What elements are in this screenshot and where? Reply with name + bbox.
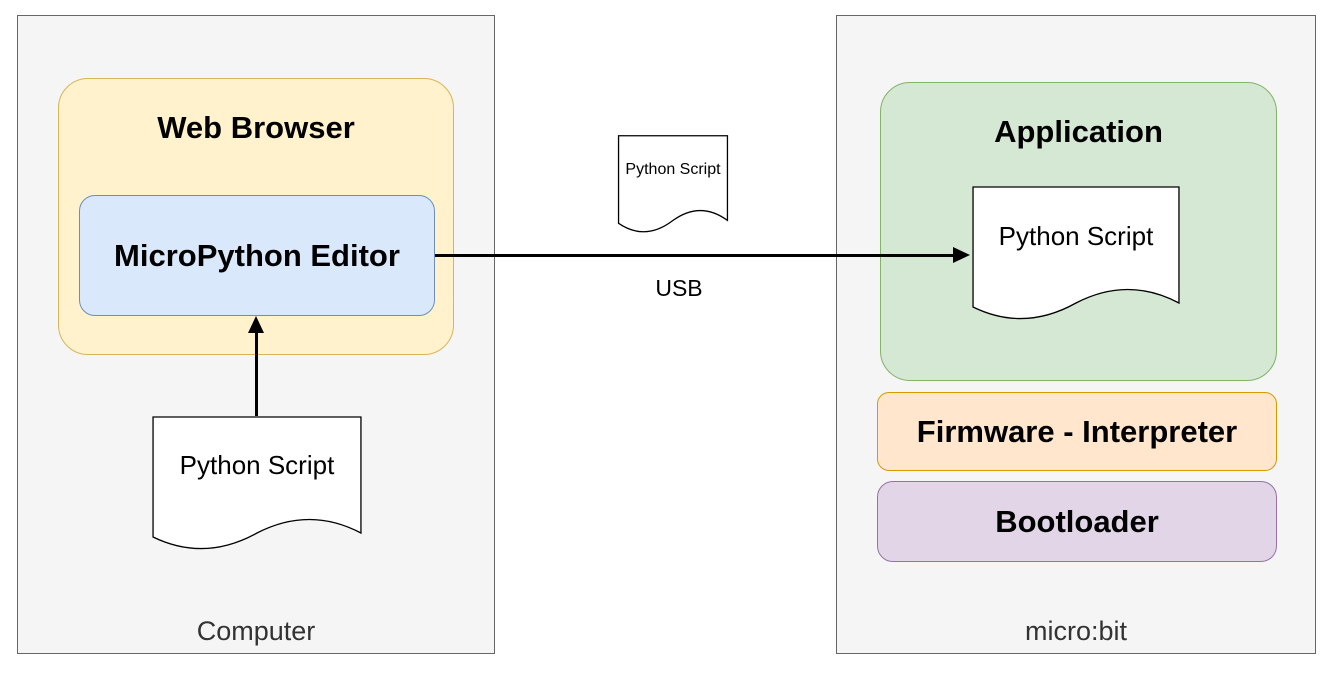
python-script-label-computer: Python Script <box>179 450 335 480</box>
python-script-label-usb: Python Script <box>625 161 721 178</box>
application-label: Application <box>994 114 1163 149</box>
bootloader-box: Bootloader <box>877 481 1277 562</box>
python-script-label-microbit: Python Script <box>998 221 1154 251</box>
document-shape-icon <box>618 135 728 235</box>
arrow-script-to-editor <box>255 332 258 416</box>
microbit-container-label: micro:bit <box>1024 616 1127 646</box>
arrow-editor-to-microbit <box>435 254 954 257</box>
python-script-document-usb: Python Script <box>618 135 728 235</box>
usb-label: USB <box>655 275 703 301</box>
micropython-editor-box: MicroPython Editor <box>79 195 435 316</box>
document-shape-icon <box>972 186 1180 323</box>
micropython-editor-label: MicroPython Editor <box>114 237 400 273</box>
document-shape-icon <box>152 416 362 553</box>
web-browser-label: Web Browser <box>157 110 355 145</box>
python-script-document-microbit: Python Script <box>972 186 1180 323</box>
python-script-document-computer: Python Script <box>152 416 362 553</box>
arrow-up-head-icon <box>248 316 264 333</box>
firmware-interpreter-box: Firmware - Interpreter <box>877 392 1277 471</box>
bootloader-label: Bootloader <box>995 503 1159 539</box>
arrow-right-head-icon <box>953 247 970 263</box>
computer-container-label: Computer <box>196 616 316 646</box>
firmware-interpreter-label: Firmware - Interpreter <box>916 413 1238 449</box>
